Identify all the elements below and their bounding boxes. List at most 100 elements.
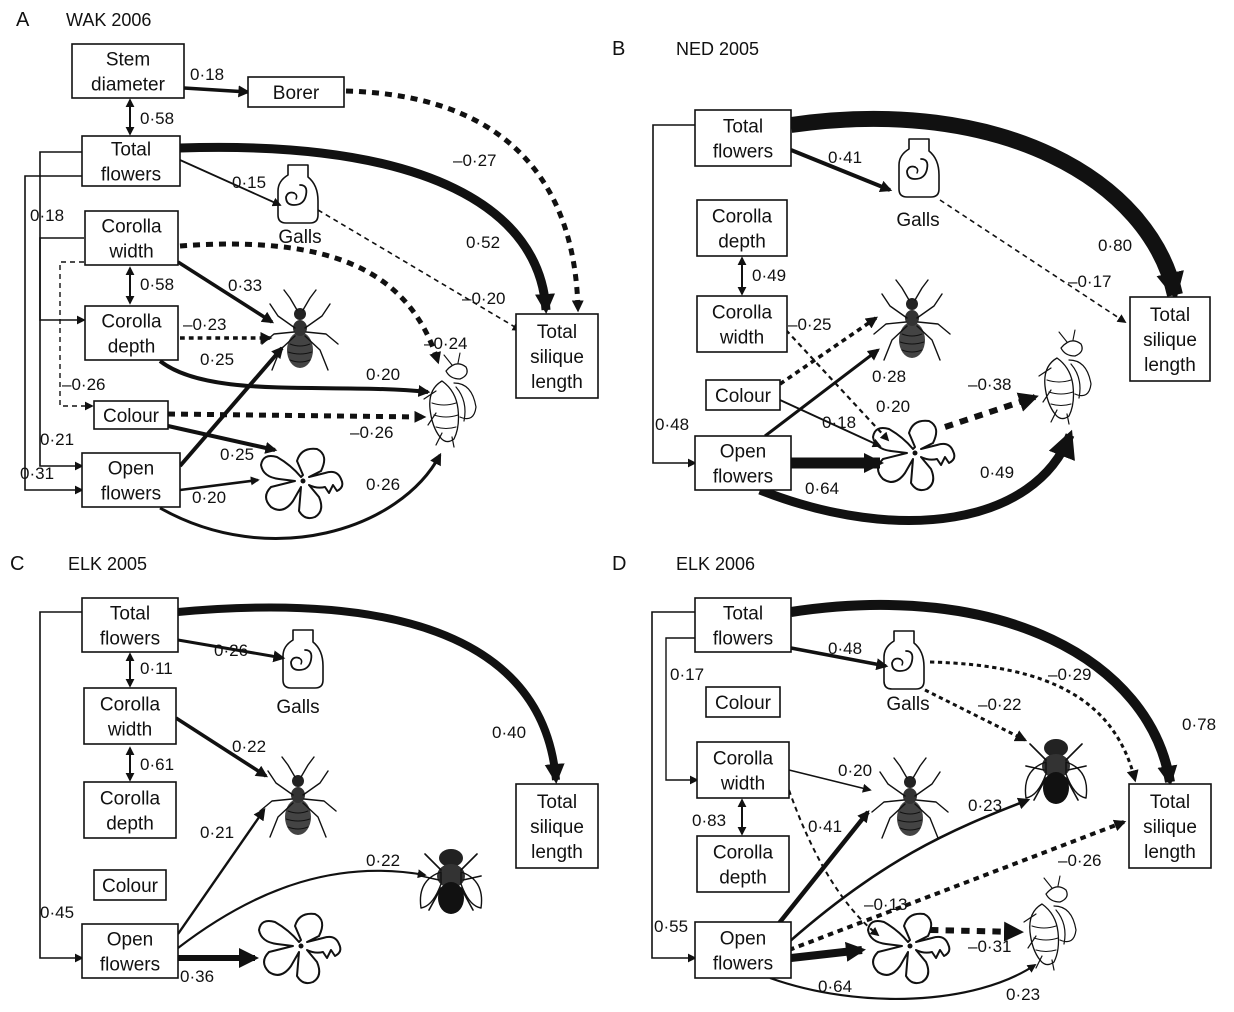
path-coefficient: –0·20 <box>462 289 505 308</box>
node-label: Open <box>720 929 766 950</box>
path-coefficient: –0·13 <box>864 895 907 914</box>
path-arrow <box>764 348 880 438</box>
node-label: Corolla <box>712 303 773 324</box>
path-coefficient: 0·78 <box>1182 715 1216 734</box>
node-label: silique <box>1143 817 1197 838</box>
path-coefficient: 0·48 <box>828 639 862 658</box>
node-label: depth <box>106 814 154 835</box>
path-coefficient: 0·40 <box>492 723 526 742</box>
ant-icon <box>259 756 337 838</box>
galls-label: Galls <box>896 210 939 231</box>
node-box <box>81 923 179 979</box>
path-arrow <box>788 789 880 937</box>
ant-icon <box>873 279 951 361</box>
node-label: diameter <box>91 75 166 96</box>
path-coefficient: 0·25 <box>220 445 254 464</box>
path-coefficient: 0·48 <box>655 415 689 434</box>
path-coefficient: 0·20 <box>366 365 400 384</box>
node-label: silique <box>530 347 584 368</box>
node-label: width <box>108 242 153 263</box>
path-coefficient: 0·64 <box>818 977 852 996</box>
path-arrow <box>317 209 522 331</box>
node-box <box>247 76 345 108</box>
path-coefficient: 0·61 <box>140 755 174 774</box>
panel-title: NED 2005 <box>676 39 759 59</box>
node-label: Total <box>537 322 577 343</box>
node-label: Colour <box>715 386 772 407</box>
path-coefficient: 0·26 <box>214 641 248 660</box>
node-box <box>694 435 792 491</box>
node-box <box>93 869 167 901</box>
path-arrow <box>790 941 866 962</box>
path-arrow <box>59 261 94 411</box>
node-box <box>694 597 792 653</box>
node-box <box>83 781 177 839</box>
path-coefficient: 0·80 <box>1098 236 1132 255</box>
node-label: Colour <box>103 406 160 427</box>
path-arrow <box>790 646 889 671</box>
galls-icon <box>277 164 319 224</box>
node-label: length <box>1144 355 1196 376</box>
path-coefficient: 0·20 <box>876 397 910 416</box>
node-colour: Colour <box>705 379 781 411</box>
path-arrow <box>651 611 697 963</box>
path-coefficient: 0·55 <box>654 917 688 936</box>
path-coefficient: –0·23 <box>183 315 226 334</box>
path-coefficient: –0·26 <box>350 423 393 442</box>
node-label: depth <box>108 337 156 358</box>
node-label: Total <box>723 604 763 625</box>
bee-icon <box>1038 329 1092 425</box>
path-arrow <box>167 424 278 454</box>
panel-title: WAK 2006 <box>66 10 151 30</box>
node-label: Corolla <box>101 312 162 333</box>
node-box <box>515 313 599 399</box>
path-coefficient: 0·45 <box>40 903 74 922</box>
path-arrow <box>183 85 251 98</box>
panel-letter: C <box>10 553 24 575</box>
path-coefficient: 0·20 <box>838 761 872 780</box>
node-colour: Colour <box>93 869 167 901</box>
path-arrow <box>929 660 1139 783</box>
path-arrow <box>665 637 699 785</box>
node-box <box>696 295 788 353</box>
path-arrow <box>177 808 266 935</box>
galls-label: Galls <box>278 227 321 248</box>
node-label: flowers <box>101 165 161 186</box>
fly-icon <box>1024 738 1088 805</box>
node-label: Total <box>723 117 763 138</box>
path-coefficient: 0·25 <box>200 350 234 369</box>
galls-label: Galls <box>886 694 929 715</box>
path-coefficient: 0·21 <box>200 823 234 842</box>
node-box <box>84 305 179 361</box>
path-coefficient: 0·28 <box>872 367 906 386</box>
path-coefficient: 0·22 <box>232 737 266 756</box>
node-box <box>81 597 179 653</box>
path-coefficient: 0·41 <box>828 148 862 167</box>
node-box <box>694 109 792 167</box>
path-arrow <box>158 359 431 397</box>
path-coefficient: 0·52 <box>466 233 500 252</box>
node-label: silique <box>530 817 584 838</box>
panel-letter: A <box>16 9 30 31</box>
path-arrow <box>39 237 84 471</box>
path-arrow <box>790 600 1178 786</box>
path-arrow <box>179 159 282 207</box>
node-box <box>84 210 179 266</box>
path-arrow <box>789 110 1184 301</box>
galls-label: Galls <box>276 697 319 718</box>
galls-icon <box>282 629 324 689</box>
path-coefficient: 0·64 <box>805 479 839 498</box>
path-arrow <box>944 392 1039 430</box>
node-label: Total <box>110 604 150 625</box>
path-coefficient: 0·15 <box>232 173 266 192</box>
node-corolla-depth: Corolla depth <box>84 305 179 361</box>
path-coefficient: 0·36 <box>180 967 214 986</box>
